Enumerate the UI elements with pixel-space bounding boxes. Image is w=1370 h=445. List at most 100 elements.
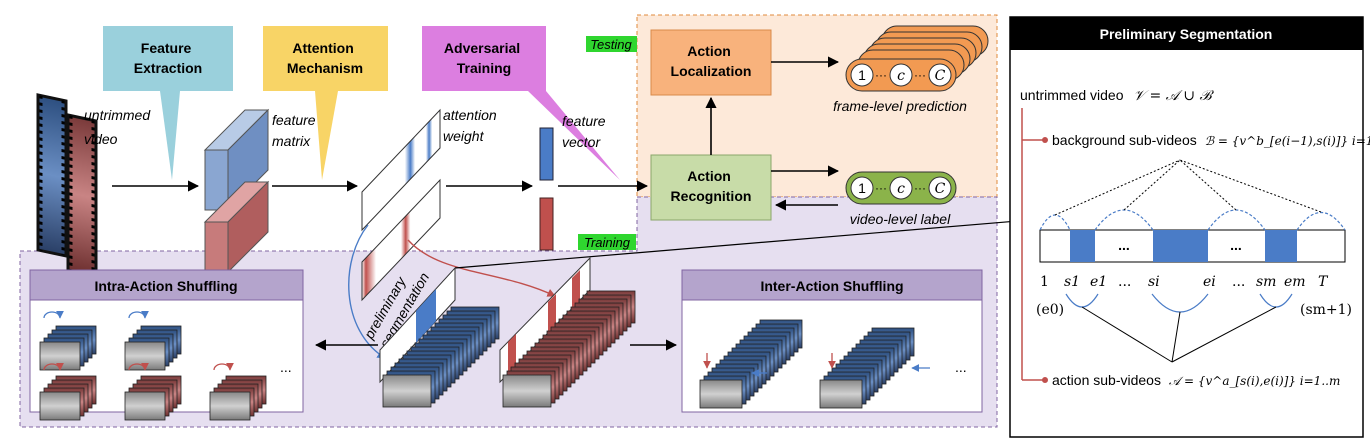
pred-class-first: 1 — [858, 67, 866, 83]
background-subvideos-formula: ℬ = {v^b_[e(i−1),s(i)]} i=1..m+1 — [1205, 134, 1370, 148]
feature-matrix-label-2: matrix — [272, 133, 311, 149]
action-recognition-line1: Action — [687, 168, 731, 184]
svg-text:feature vector: feature vector — [562, 113, 609, 150]
svg-text:attention weight: attention weight — [443, 107, 501, 144]
timeline-dots-1: ... — [1118, 237, 1130, 253]
action-subvideos-text: action sub-videos — [1052, 372, 1161, 388]
attention-mechanism-callout: Attention Mechanism — [263, 26, 388, 180]
feature-vector-label-2: vector — [562, 134, 601, 150]
frame-level-prediction-stack: 1 ··· c ··· C — [845, 25, 989, 92]
blue-stack-frame — [382, 374, 432, 408]
intra-ellipsis: ... — [280, 359, 292, 375]
intra-red-3-frame — [209, 391, 251, 421]
action-localization-line1: Action — [687, 43, 731, 59]
tl-label-1: 1 — [1040, 274, 1049, 290]
inter-action-shuffling-panel: Inter-Action Shuffling ... — [681, 269, 983, 413]
feature-extraction-callout: Feature Extraction — [103, 26, 233, 180]
pred-dots-1: ··· — [875, 68, 887, 82]
video-level-label-pill: 1 ··· c ··· C — [845, 171, 957, 205]
action-localization-line2: Localization — [671, 63, 752, 79]
attention-weight-strips — [361, 108, 441, 302]
adversarial-training-line1: Adversarial — [444, 40, 520, 56]
untrimmed-video-label-2: video — [84, 131, 118, 147]
red-segment-strip — [499, 256, 591, 384]
intra-swap-arrow — [43, 362, 64, 371]
red-stack — [502, 290, 636, 408]
intra-red-1-frame — [39, 391, 81, 421]
blue-segment-stack — [379, 266, 456, 384]
tl-label-dots2: ... — [1232, 274, 1245, 290]
testing-tag — [586, 36, 637, 52]
inter-stack-1 — [699, 319, 803, 409]
intra-swap-arrow — [128, 310, 149, 319]
tl-label-e1: e1 — [1090, 274, 1107, 290]
untrimmed-video-text: untrimmed video — [1020, 87, 1124, 103]
blue-frames-stack — [382, 306, 500, 408]
tl-label-si: si — [1148, 274, 1160, 290]
svg-text:action sub-videos 𝒜 = {: action sub-videos 𝒜 = {v^a_[s(i),e(i)]} … — [1052, 372, 1340, 388]
background-convergence-lines — [1054, 159, 1322, 216]
feature-extraction-line1: Feature — [141, 40, 192, 56]
preliminary-segmentation-panel: Preliminary Segmentation untrimmed video… — [1009, 16, 1370, 438]
blue-segmentation-arrow — [348, 224, 386, 359]
action-recognition-line2: Recognition — [671, 188, 752, 204]
intra-swap-arrow — [213, 362, 234, 371]
red-frames-stack — [502, 290, 636, 408]
feature-matrix-label-1: feature — [272, 112, 316, 128]
label-dots-2: ··· — [914, 181, 926, 195]
tl-label-sm1: (sm+1) — [1300, 302, 1352, 318]
svg-text:untrimmed video 𝒱 = 𝒜: untrimmed video 𝒱 = 𝒜 ∪ ℬ — [1020, 87, 1215, 104]
svg-text:Feature Extraction: Feature Extraction — [134, 40, 202, 76]
inter-stack-2 — [819, 327, 915, 409]
intra-red-2-frame — [124, 391, 166, 421]
timeline-bar: ... ... — [1039, 229, 1346, 263]
label-dots-1: ··· — [875, 181, 887, 195]
inter-stack-2-frame — [819, 379, 863, 409]
intra-action-shuffling-title: Intra-Action Shuffling — [94, 278, 237, 294]
action-recognition-module: Action Recognition — [650, 154, 772, 221]
attention-mechanism-line2: Mechanism — [287, 60, 363, 76]
intra-red-3 — [209, 375, 267, 421]
svg-text:Action Localization: Action Localization — [671, 43, 752, 79]
background-subvideos-text: background sub-videos — [1052, 132, 1197, 148]
tl-label-em: em — [1284, 274, 1306, 290]
intra-action-shuffling-panel: Intra-Action Shuffling ... — [29, 269, 304, 421]
tl-label-T: T — [1318, 274, 1329, 290]
link-line-to-panel — [454, 219, 1031, 269]
tl-label-e0: (e0) — [1036, 302, 1064, 318]
svg-text:Attention Mechanism: Attention Mechanism — [287, 40, 363, 76]
inter-stack-1-frame — [699, 379, 743, 409]
training-tag-text: Training — [584, 235, 631, 250]
feature-extraction-line2: Extraction — [134, 60, 202, 76]
intra-red-2 — [124, 375, 182, 421]
training-tag — [578, 234, 636, 250]
intra-swap-arrow — [43, 310, 64, 319]
svg-text:background sub-videos ℬ: background sub-videos ℬ = {v^b_[e(i−1),s… — [1052, 132, 1370, 148]
red-stack-frame — [502, 374, 552, 408]
label-class-last: C — [935, 181, 946, 197]
tl-label-ei: ei — [1203, 274, 1216, 290]
feature-vector — [539, 127, 554, 251]
timeline-dots-2: ... — [1230, 237, 1242, 253]
inter-action-shuffling-title: Inter-Action Shuffling — [760, 278, 903, 294]
video-level-label-text: video-level label — [850, 211, 951, 227]
red-segmentation-arrow — [407, 239, 556, 297]
adversarial-training-callout: Adversarial Training — [422, 26, 620, 180]
pred-class-last: C — [935, 68, 946, 84]
adversarial-training-line2: Training — [457, 60, 511, 76]
svg-text:untrimmed video: untrimmed video — [84, 107, 154, 147]
blue-stack — [382, 306, 500, 408]
inter-ellipsis: ... — [955, 359, 967, 375]
label-class-first: 1 — [858, 180, 866, 196]
feature-vector-label-1: feature — [562, 113, 606, 129]
label-class-mid: c — [897, 181, 905, 197]
attention-weight-label-1: attention — [443, 107, 497, 123]
pred-class-mid: c — [897, 68, 905, 84]
testing-tag-text: Testing — [590, 37, 632, 52]
action-convergence-lines — [1081, 306, 1277, 363]
frame-level-prediction-label: frame-level prediction — [833, 98, 967, 114]
svg-text:Adversarial Training: Adversarial Training — [444, 40, 524, 76]
tl-label-s1: s1 — [1064, 274, 1080, 290]
attention-weight-label-2: weight — [443, 128, 485, 144]
